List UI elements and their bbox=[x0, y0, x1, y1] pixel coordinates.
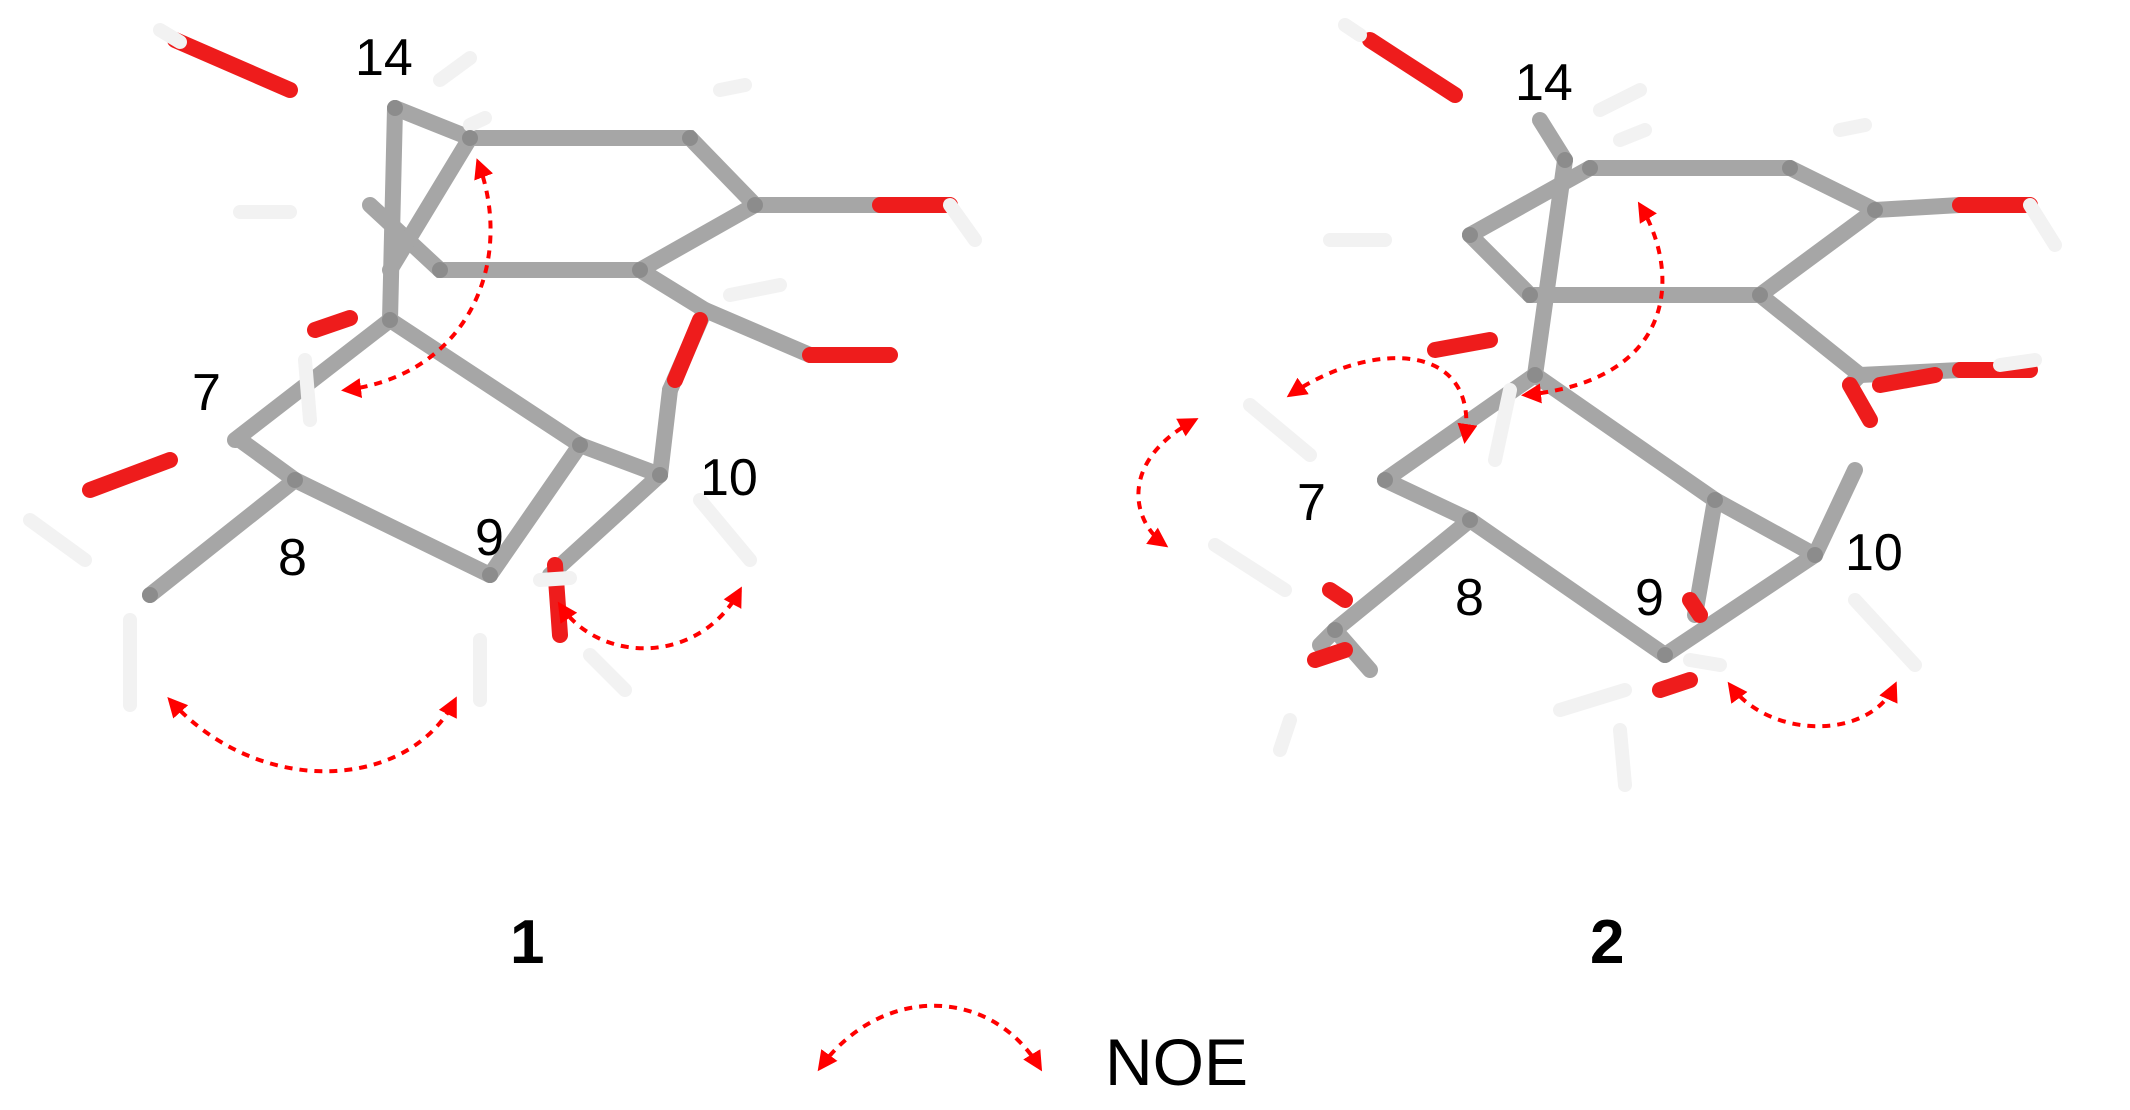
molecule-2-label-c14: 14 bbox=[1515, 54, 1573, 112]
compound-label-1: 1 bbox=[510, 908, 544, 977]
molecule-1-model bbox=[23, 23, 982, 712]
molecule-1-bonds bbox=[142, 100, 888, 603]
noe-arrow-2c bbox=[1136, 418, 1199, 548]
noe-arrow-1c bbox=[167, 696, 457, 774]
molecule-2-noe-arrows bbox=[1136, 201, 1898, 729]
noe-arrow-2a bbox=[1521, 201, 1665, 404]
molecule-2-label-c8: 8 bbox=[1455, 569, 1484, 627]
molecule-2-model bbox=[1208, 18, 2062, 792]
legend-noe-label: NOE bbox=[1105, 1025, 1248, 1099]
molecule-2-label-c7: 7 bbox=[1297, 474, 1326, 532]
molecule-1-label-c14: 14 bbox=[355, 29, 413, 87]
molecule-1-label-c10: 10 bbox=[700, 449, 758, 507]
noe-arrow-2b bbox=[1286, 356, 1478, 444]
legend-noe-arrow bbox=[817, 1003, 1043, 1072]
molecule-1-hydrogen-bonds bbox=[23, 23, 982, 712]
noe-arrow-1a bbox=[341, 158, 493, 399]
molecule-2-joints bbox=[1327, 152, 1883, 663]
molecule-2-oxygen-bonds bbox=[1307, 32, 2038, 698]
molecule-2-hydrogen-bonds bbox=[1208, 18, 2062, 792]
molecule-1-label-c7: 7 bbox=[192, 364, 221, 422]
molecule-2-label-c9: 9 bbox=[1635, 569, 1664, 627]
noe-arrow-1b bbox=[557, 586, 742, 651]
molecule-1-label-c9: 9 bbox=[475, 509, 504, 567]
legend: NOE bbox=[817, 1003, 1248, 1099]
noe-arrow-2d bbox=[1727, 681, 1898, 729]
molecule-2-label-c10: 10 bbox=[1845, 524, 1903, 582]
molecule-1-label-c8: 8 bbox=[278, 529, 307, 587]
molecule-1-noe-arrows bbox=[167, 158, 742, 774]
compound-label-2: 2 bbox=[1590, 908, 1624, 977]
